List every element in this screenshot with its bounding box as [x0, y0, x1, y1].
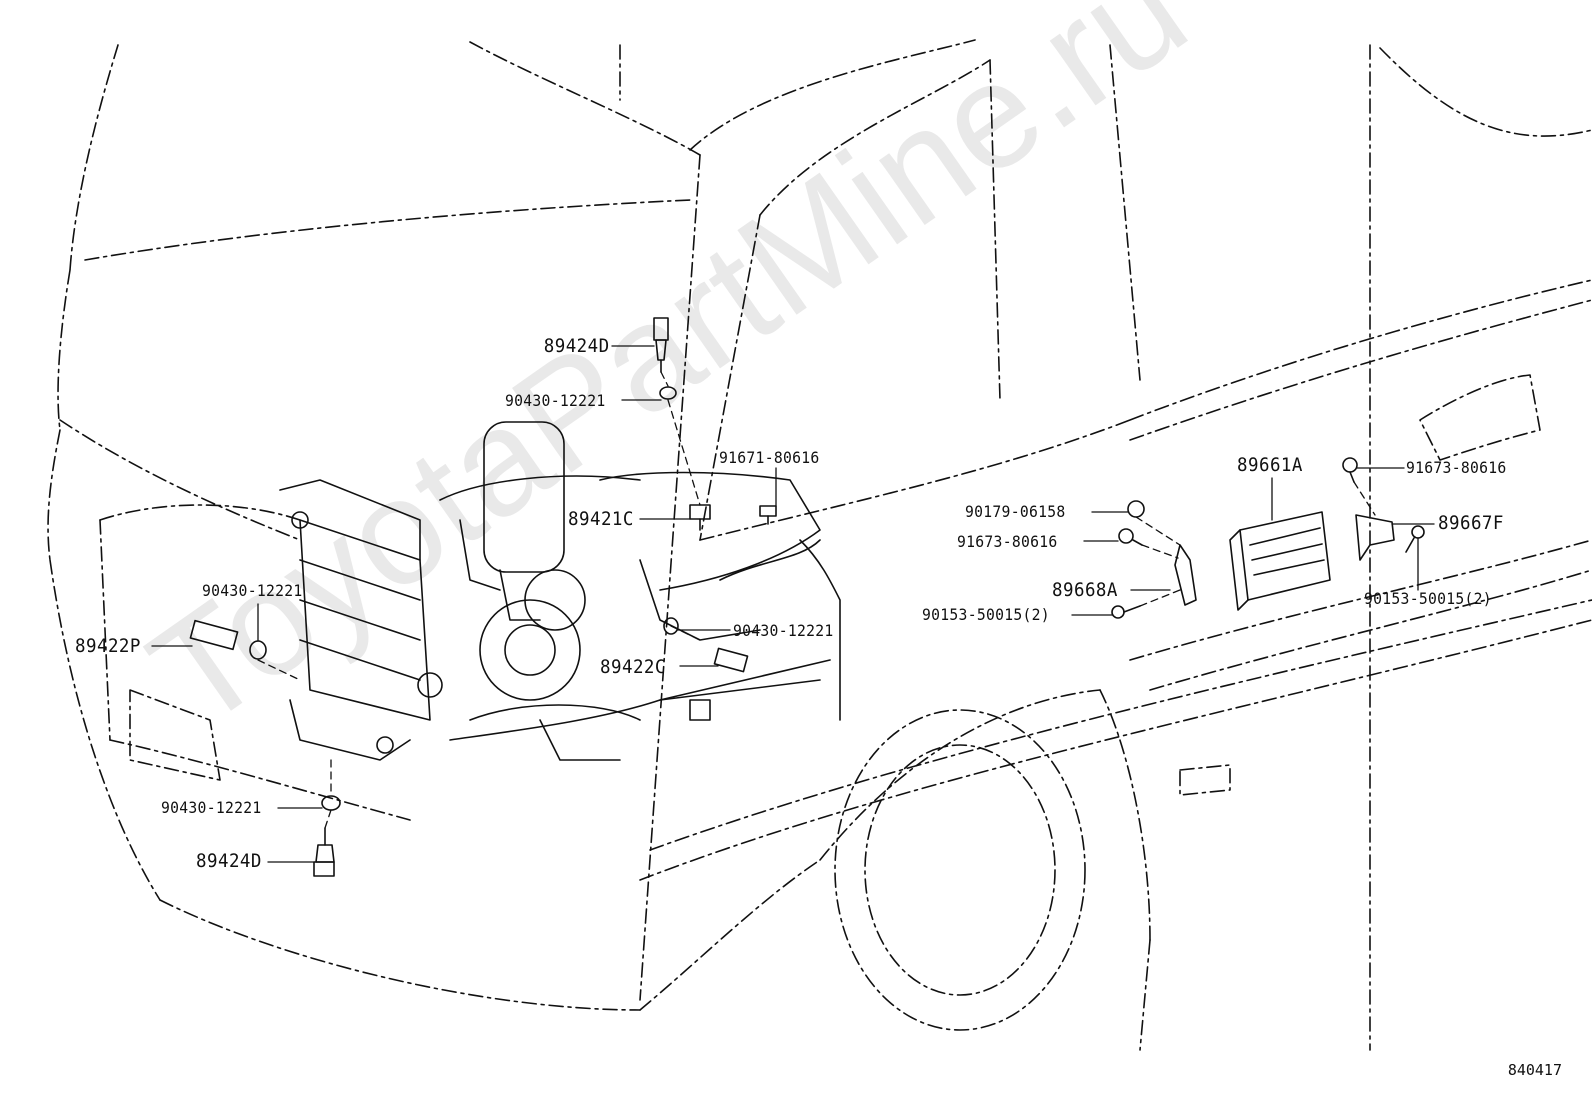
callout-89424D-bottom: 89424D	[196, 850, 262, 872]
sensor-89422P	[189, 619, 239, 651]
gasket-left	[249, 640, 267, 660]
sensor-89421C	[689, 504, 711, 531]
sensor-89424D-top	[653, 317, 669, 373]
callout-91673-left: 91673-80616	[957, 532, 1058, 551]
front-wheel	[834, 709, 1086, 1031]
radiator	[279, 479, 443, 761]
bolt-91673-left	[1118, 528, 1143, 546]
callout-90179-06158: 90179-06158	[965, 502, 1066, 521]
bolt-91671	[759, 505, 777, 525]
bracket-89667F	[1355, 514, 1395, 561]
screw-90153-right	[1405, 525, 1425, 553]
clip-90179	[1127, 500, 1145, 518]
screw-90153-left	[1111, 605, 1141, 619]
bolt-91673-right	[1342, 457, 1358, 483]
callout-90430-bottom: 90430-12221	[161, 798, 262, 817]
assembly-dashes	[257, 371, 1376, 829]
ecu-89661A	[1229, 511, 1331, 611]
callout-89667F: 89667F	[1438, 512, 1504, 534]
sensor-89424D-bottom	[313, 827, 335, 877]
side-mirror	[483, 421, 565, 621]
callout-91673-right: 91673-80616	[1406, 458, 1507, 477]
callout-89422P: 89422P	[75, 635, 141, 657]
callout-90430-mid: 90430-12221	[733, 621, 834, 640]
callout-90153-left: 90153-50015(2)	[922, 605, 1050, 624]
callout-91671-80616: 91671-80616	[719, 448, 820, 467]
cab-outline	[47, 39, 1592, 1051]
callout-90153-right: 90153-50015(2)	[1364, 589, 1492, 608]
gasket-top	[659, 386, 677, 400]
diagram-code: 840417	[1507, 1061, 1562, 1079]
callout-90430-left: 90430-12221	[202, 581, 303, 600]
callout-89661A: 89661A	[1237, 454, 1303, 476]
callout-90430-top: 90430-12221	[505, 391, 606, 410]
bracket-89668A	[1174, 544, 1197, 606]
callout-89668A: 89668A	[1052, 579, 1118, 601]
callout-89422C: 89422C	[600, 656, 666, 678]
callout-89421C: 89421C	[568, 508, 634, 530]
sensor-89422C	[713, 647, 749, 673]
engine-assembly	[439, 471, 841, 761]
callout-89424D-top: 89424D	[543, 335, 610, 357]
gasket-mid	[663, 617, 679, 635]
leader-lines	[151, 345, 1435, 863]
